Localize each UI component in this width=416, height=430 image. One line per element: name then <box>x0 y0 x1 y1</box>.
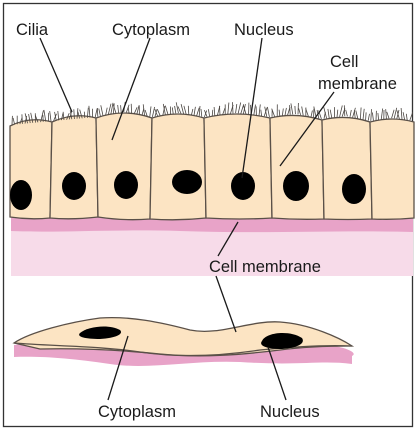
nucleus <box>342 174 366 204</box>
nucleus <box>10 180 32 210</box>
nucleus <box>231 172 255 200</box>
cilium <box>22 114 23 124</box>
epithelial-cell <box>370 119 414 219</box>
cilium <box>84 112 85 118</box>
cilium <box>344 105 345 116</box>
cilium <box>233 102 234 113</box>
label-nucleus-bottom: Nucleus <box>260 403 320 421</box>
epithelial-cell <box>96 113 152 220</box>
cilium <box>295 106 296 114</box>
epithelial-cell <box>204 114 272 219</box>
cilium <box>366 112 367 120</box>
epithelium-layer <box>10 102 414 276</box>
label-cytoplasm-bottom: Cytoplasm <box>98 403 176 421</box>
label-cilia: Cilia <box>16 21 49 39</box>
label-cell-membrane-top-line1: Cell <box>330 53 358 71</box>
label-cytoplasm-top: Cytoplasm <box>112 21 190 39</box>
epithelial-cell <box>150 114 206 220</box>
label-cell-membrane-mid: Cell membrane <box>209 258 321 276</box>
epithelial-cell <box>270 115 324 219</box>
nucleus <box>62 172 86 200</box>
epithelial-cell <box>50 116 98 219</box>
label-nucleus-top: Nucleus <box>234 21 294 39</box>
epithelial-cell <box>322 117 372 219</box>
cilium <box>220 106 221 115</box>
label-cell-membrane-top-line2: membrane <box>318 75 397 93</box>
nucleus <box>172 170 202 194</box>
nucleus <box>283 171 309 201</box>
nucleus <box>114 171 138 199</box>
cilium <box>188 106 189 115</box>
